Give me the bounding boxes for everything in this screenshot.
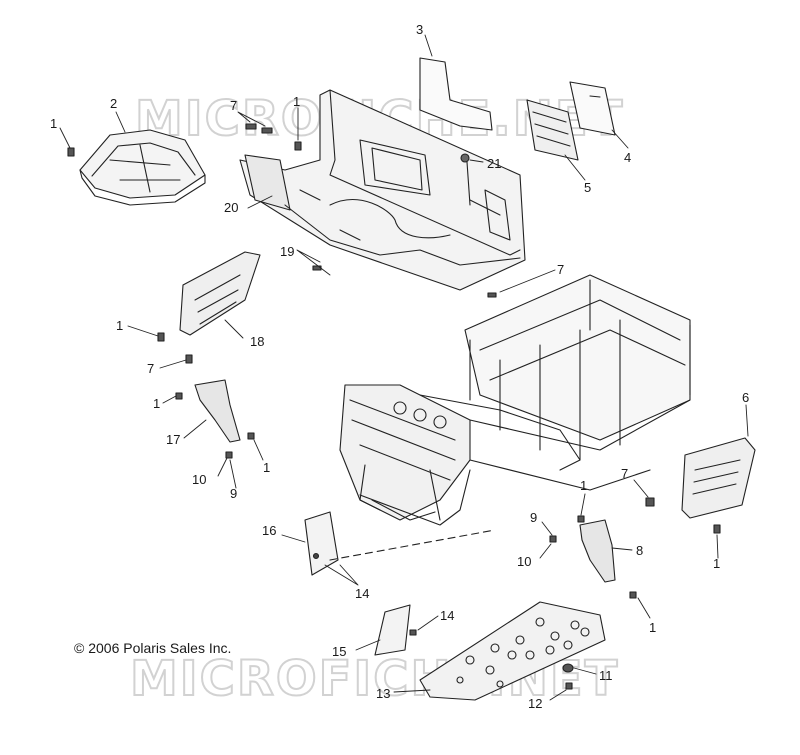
callout-13: 13 [376, 686, 390, 701]
main-frame [339, 274, 691, 526]
callout-11: 11 [599, 668, 613, 683]
part-17-bracket [194, 379, 241, 443]
callout-1: 1 [116, 318, 123, 333]
fasteners [67, 123, 721, 690]
callout-5: 5 [584, 180, 591, 195]
part-18-side-panel [179, 251, 261, 336]
part-8-bracket [579, 519, 616, 583]
part-16-plate [304, 511, 339, 576]
callout-8: 8 [636, 543, 643, 558]
part-13-skid-plate [419, 601, 606, 701]
copyright-notice: © 2006 Polaris Sales Inc. [74, 640, 232, 656]
callout-4: 4 [624, 150, 631, 165]
callout-9: 9 [530, 510, 537, 525]
callout-7: 7 [557, 262, 564, 277]
callout-1: 1 [153, 396, 160, 411]
callout-7: 7 [621, 466, 628, 481]
callout-10: 10 [192, 472, 206, 487]
callout-10: 10 [517, 554, 531, 569]
callout-14: 14 [440, 608, 454, 623]
part-21-plug [460, 153, 471, 206]
callout-6: 6 [742, 390, 749, 405]
leader-lines [59, 34, 749, 701]
callout-15: 15 [332, 644, 346, 659]
callout-1: 1 [263, 460, 270, 475]
part-5-louver-panel [526, 99, 579, 161]
callout-14: 14 [355, 586, 369, 601]
callout-1: 1 [50, 116, 57, 131]
callouts: 1 2 7 1 3 21 4 5 20 19 7 1 18 7 1 17 10 … [50, 22, 749, 711]
callout-12: 12 [528, 696, 542, 711]
callout-9: 9 [230, 486, 237, 501]
callout-21: 21 [487, 156, 501, 171]
callout-20: 20 [224, 200, 238, 215]
callout-18: 18 [250, 334, 264, 349]
callout-17: 17 [166, 432, 180, 447]
part-4-sheet [569, 81, 616, 136]
callout-1: 1 [649, 620, 656, 635]
callout-1: 1 [293, 94, 300, 109]
part-6-side-panel [681, 437, 756, 519]
callout-7: 7 [147, 361, 154, 376]
part-20-cab-panel [239, 89, 526, 291]
part-15-panel [374, 604, 411, 656]
callout-2: 2 [110, 96, 117, 111]
callout-16: 16 [262, 523, 276, 538]
callout-3: 3 [416, 22, 423, 37]
callout-7: 7 [230, 98, 237, 113]
part-2-floor-tray [79, 129, 206, 206]
part-3-sheet [419, 57, 493, 131]
callout-1: 1 [580, 478, 587, 493]
callout-19: 19 [280, 244, 294, 259]
callout-1: 1 [713, 556, 720, 571]
